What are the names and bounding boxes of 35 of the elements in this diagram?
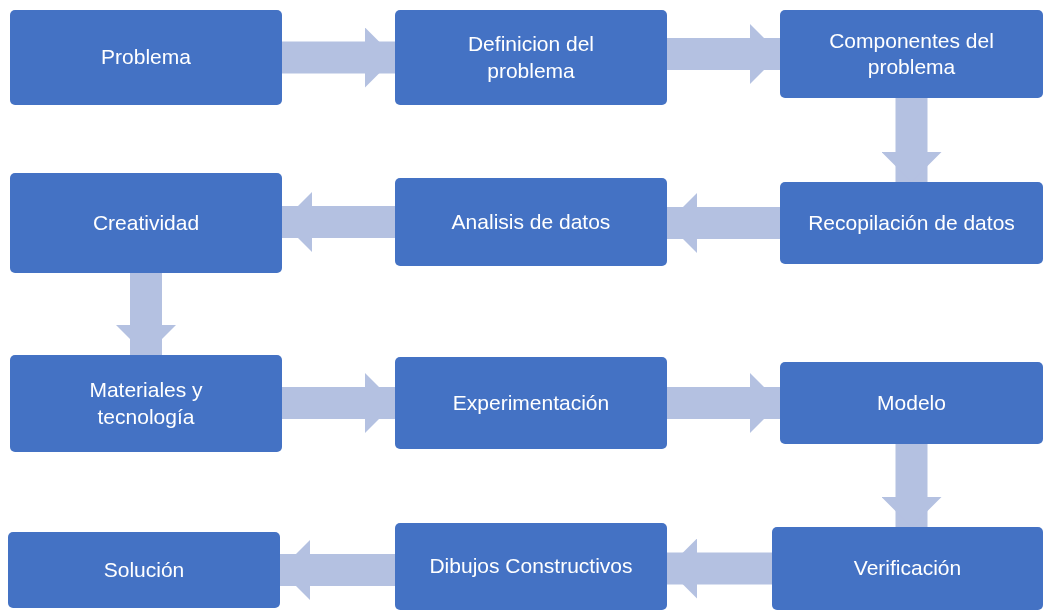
process-box (10, 355, 282, 452)
block-arrow (116, 273, 176, 355)
step-label: Modelo (877, 389, 946, 416)
step-label: Experimentación (452, 389, 610, 416)
step-label: Recopilación de datos (808, 209, 1015, 236)
step-label: Problema (101, 44, 191, 71)
process-box (395, 178, 667, 266)
process-box (395, 10, 667, 105)
step-label: Componentes del problema (828, 27, 995, 80)
step-label: Analisis de datos (451, 208, 611, 235)
process-box (772, 527, 1043, 610)
process-box (395, 523, 667, 610)
step-label: Definicion del problema (466, 31, 596, 84)
block-arrow (667, 538, 772, 599)
process-box (780, 10, 1043, 98)
process-box (780, 182, 1043, 264)
block-arrow (667, 193, 780, 253)
process-box (10, 10, 282, 105)
block-arrow (282, 192, 395, 252)
block-arrow (667, 24, 780, 84)
step-label: Creatividad (92, 209, 200, 236)
process-box (10, 173, 282, 273)
process-box (8, 532, 280, 608)
step-label: Verificación (853, 555, 962, 582)
process-box (395, 357, 667, 449)
step-label: Dibujos Constructivos (429, 553, 633, 580)
block-arrow (881, 444, 942, 527)
block-arrow (881, 98, 942, 182)
block-arrow (667, 373, 780, 433)
step-label: Materiales y tecnología (88, 377, 204, 430)
block-arrow (282, 373, 395, 433)
process-box (780, 362, 1043, 444)
step-label: Solución (103, 556, 185, 583)
block-arrow (282, 27, 395, 88)
block-arrow (280, 540, 395, 600)
